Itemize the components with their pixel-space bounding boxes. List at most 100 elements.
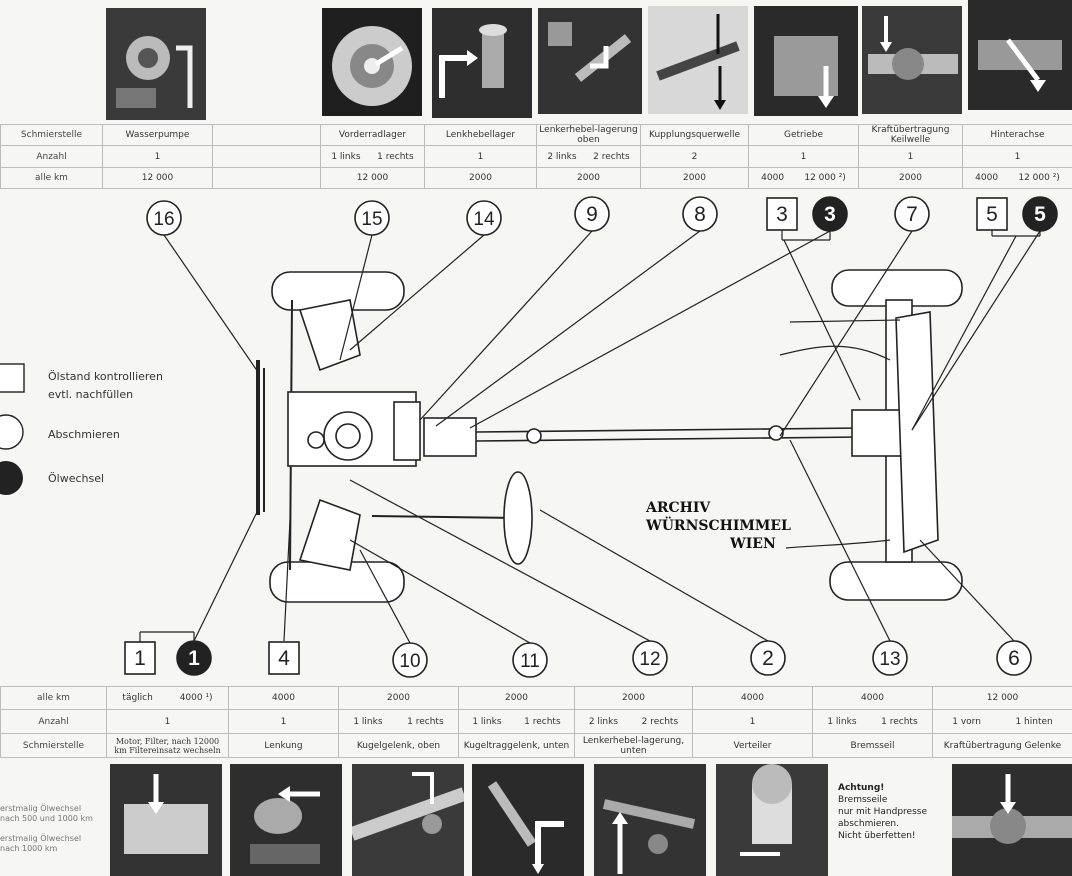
callout-label: 16 bbox=[153, 209, 174, 230]
callout-marker-circle: 11 bbox=[512, 642, 548, 678]
callout-marker-circle: 7 bbox=[894, 196, 930, 232]
photo-propshaft-joint bbox=[952, 764, 1072, 876]
steering-wheel bbox=[503, 471, 533, 565]
legend-filled-label: Ölwechsel bbox=[48, 472, 105, 485]
stamp-line-3: WIEN bbox=[730, 536, 776, 552]
callout-label: 1 bbox=[188, 647, 200, 670]
cell-km: 4000 bbox=[692, 686, 813, 710]
cell-name: Lenkung bbox=[228, 733, 339, 758]
cell-count: 1 vorn 1 hinten bbox=[932, 709, 1072, 734]
callout-label: 12 bbox=[639, 649, 660, 670]
legend-circle-label: Abschmieren bbox=[48, 428, 120, 441]
cell-count-right: 2 rechts bbox=[641, 716, 679, 727]
warning-title: Achtung! bbox=[838, 783, 885, 793]
warning-line: Nicht überfetten! bbox=[838, 831, 916, 841]
photo-gearbox bbox=[754, 6, 858, 116]
callout-marker-box: 3 bbox=[766, 197, 798, 231]
photo-front-wheel-bearing bbox=[322, 8, 422, 116]
top-lubrication-table: Schmierstelle Wasserpumpe Vorderradlager… bbox=[0, 124, 1072, 189]
warning-line: Bremsseile bbox=[838, 795, 888, 805]
callout-label: 15 bbox=[361, 209, 382, 230]
cell-name: Verteiler bbox=[692, 733, 813, 758]
cell-count-right: 1 hinten bbox=[1015, 716, 1053, 727]
leader-line bbox=[469, 230, 831, 429]
cell-count-right: 2 rechts bbox=[593, 151, 630, 162]
leader-line bbox=[349, 539, 531, 644]
cell-km: 2000 bbox=[458, 686, 575, 710]
cell-km: 12 000 bbox=[932, 686, 1072, 710]
callout-marker-circle: 12 bbox=[632, 640, 668, 676]
cell-count-left: 1 links bbox=[827, 716, 857, 727]
callout-marker-box: 4 bbox=[268, 641, 300, 675]
row-label: Schmierstelle bbox=[0, 733, 107, 758]
cell-count-left: 1 vorn bbox=[952, 716, 981, 727]
cell-count-right: 1 rechts bbox=[377, 151, 414, 162]
cell-km: 4000 bbox=[812, 686, 933, 710]
callout-marker-circle: 2 bbox=[750, 640, 786, 676]
row-label: alle km bbox=[0, 686, 107, 710]
photo-rear-axle bbox=[968, 0, 1072, 110]
cell-count: 1 bbox=[228, 709, 339, 734]
callout-marker-filled: 1 bbox=[176, 640, 212, 676]
legend-box-symbol bbox=[0, 363, 25, 393]
callout-label: 5 bbox=[986, 203, 998, 226]
leader-line bbox=[339, 234, 373, 361]
callout-label: 7 bbox=[906, 203, 918, 226]
cell-km: 2000 bbox=[338, 686, 459, 710]
bottom-table-row-name: Schmierstelle Motor, Filter, nach 12000 … bbox=[0, 733, 1072, 758]
footnote-first: erstmalig Ölwechsel nach 500 und 1000 km bbox=[0, 804, 93, 823]
top-table-row-name: Schmierstelle Wasserpumpe Vorderradlager… bbox=[0, 124, 1072, 146]
photo-clutch-cross-shaft bbox=[648, 6, 748, 114]
callout-marker-circle: 6 bbox=[996, 640, 1032, 676]
archive-stamp: ARCHIV WÜRNSCHIMMEL WIEN bbox=[646, 500, 794, 560]
callout-label: 11 bbox=[520, 651, 540, 672]
cell-name: Motor, Filter, nach 12000 km Filtereinsa… bbox=[106, 733, 229, 758]
callout-label: 2 bbox=[762, 647, 774, 670]
rear-right-wheel bbox=[829, 561, 963, 601]
leader-line bbox=[349, 234, 485, 351]
warning-line: nur mit Handpresse bbox=[838, 807, 927, 817]
photo-lower-control-arm bbox=[594, 764, 706, 876]
leader-line bbox=[783, 239, 861, 401]
callout-marker-filled: 3 bbox=[812, 196, 848, 232]
callout-marker-circle: 14 bbox=[466, 200, 502, 236]
photo-engine-oil bbox=[110, 764, 222, 876]
leader-line bbox=[919, 539, 1015, 642]
leader-line bbox=[359, 549, 411, 644]
cell-count-left: 1 links bbox=[472, 716, 502, 727]
cell-count-left: 1 links bbox=[331, 151, 361, 162]
leader-line bbox=[349, 479, 651, 642]
stamp-line-2: WÜRNSCHIMMEL bbox=[646, 518, 791, 534]
leader-line bbox=[539, 509, 769, 642]
callout-label: 6 bbox=[1008, 647, 1020, 670]
cell-count: 1 bbox=[692, 709, 813, 734]
leader-line bbox=[435, 230, 701, 427]
cell-name: Bremsseil bbox=[812, 733, 933, 758]
cell-name: Lenkerhebel-lagerung, unten bbox=[574, 733, 693, 758]
leader-line bbox=[779, 230, 913, 437]
cell-km-right: 12 000 ²) bbox=[1018, 173, 1060, 183]
callout-label: 9 bbox=[586, 203, 598, 226]
cell-km: 2000 bbox=[574, 686, 693, 710]
callout-marker-circle: 15 bbox=[354, 200, 390, 236]
callout-label: 10 bbox=[399, 651, 420, 672]
stamp-line-1: ARCHIV bbox=[646, 500, 711, 516]
cell-km: 4000 bbox=[228, 686, 339, 710]
callout-marker-circle: 9 bbox=[574, 196, 610, 232]
warning-note: Achtung! Bremsseile nur mit Handpresse a… bbox=[838, 782, 927, 842]
cell-km-left: täglich bbox=[122, 693, 153, 703]
cell-name: Kugeltraggelenk, unten bbox=[458, 733, 575, 758]
leader-line bbox=[419, 230, 593, 421]
cell-name: Kraftübertragung Gelenke bbox=[932, 733, 1072, 758]
photo-lower-ball-joint bbox=[472, 764, 584, 876]
photo-distributor bbox=[716, 764, 828, 876]
